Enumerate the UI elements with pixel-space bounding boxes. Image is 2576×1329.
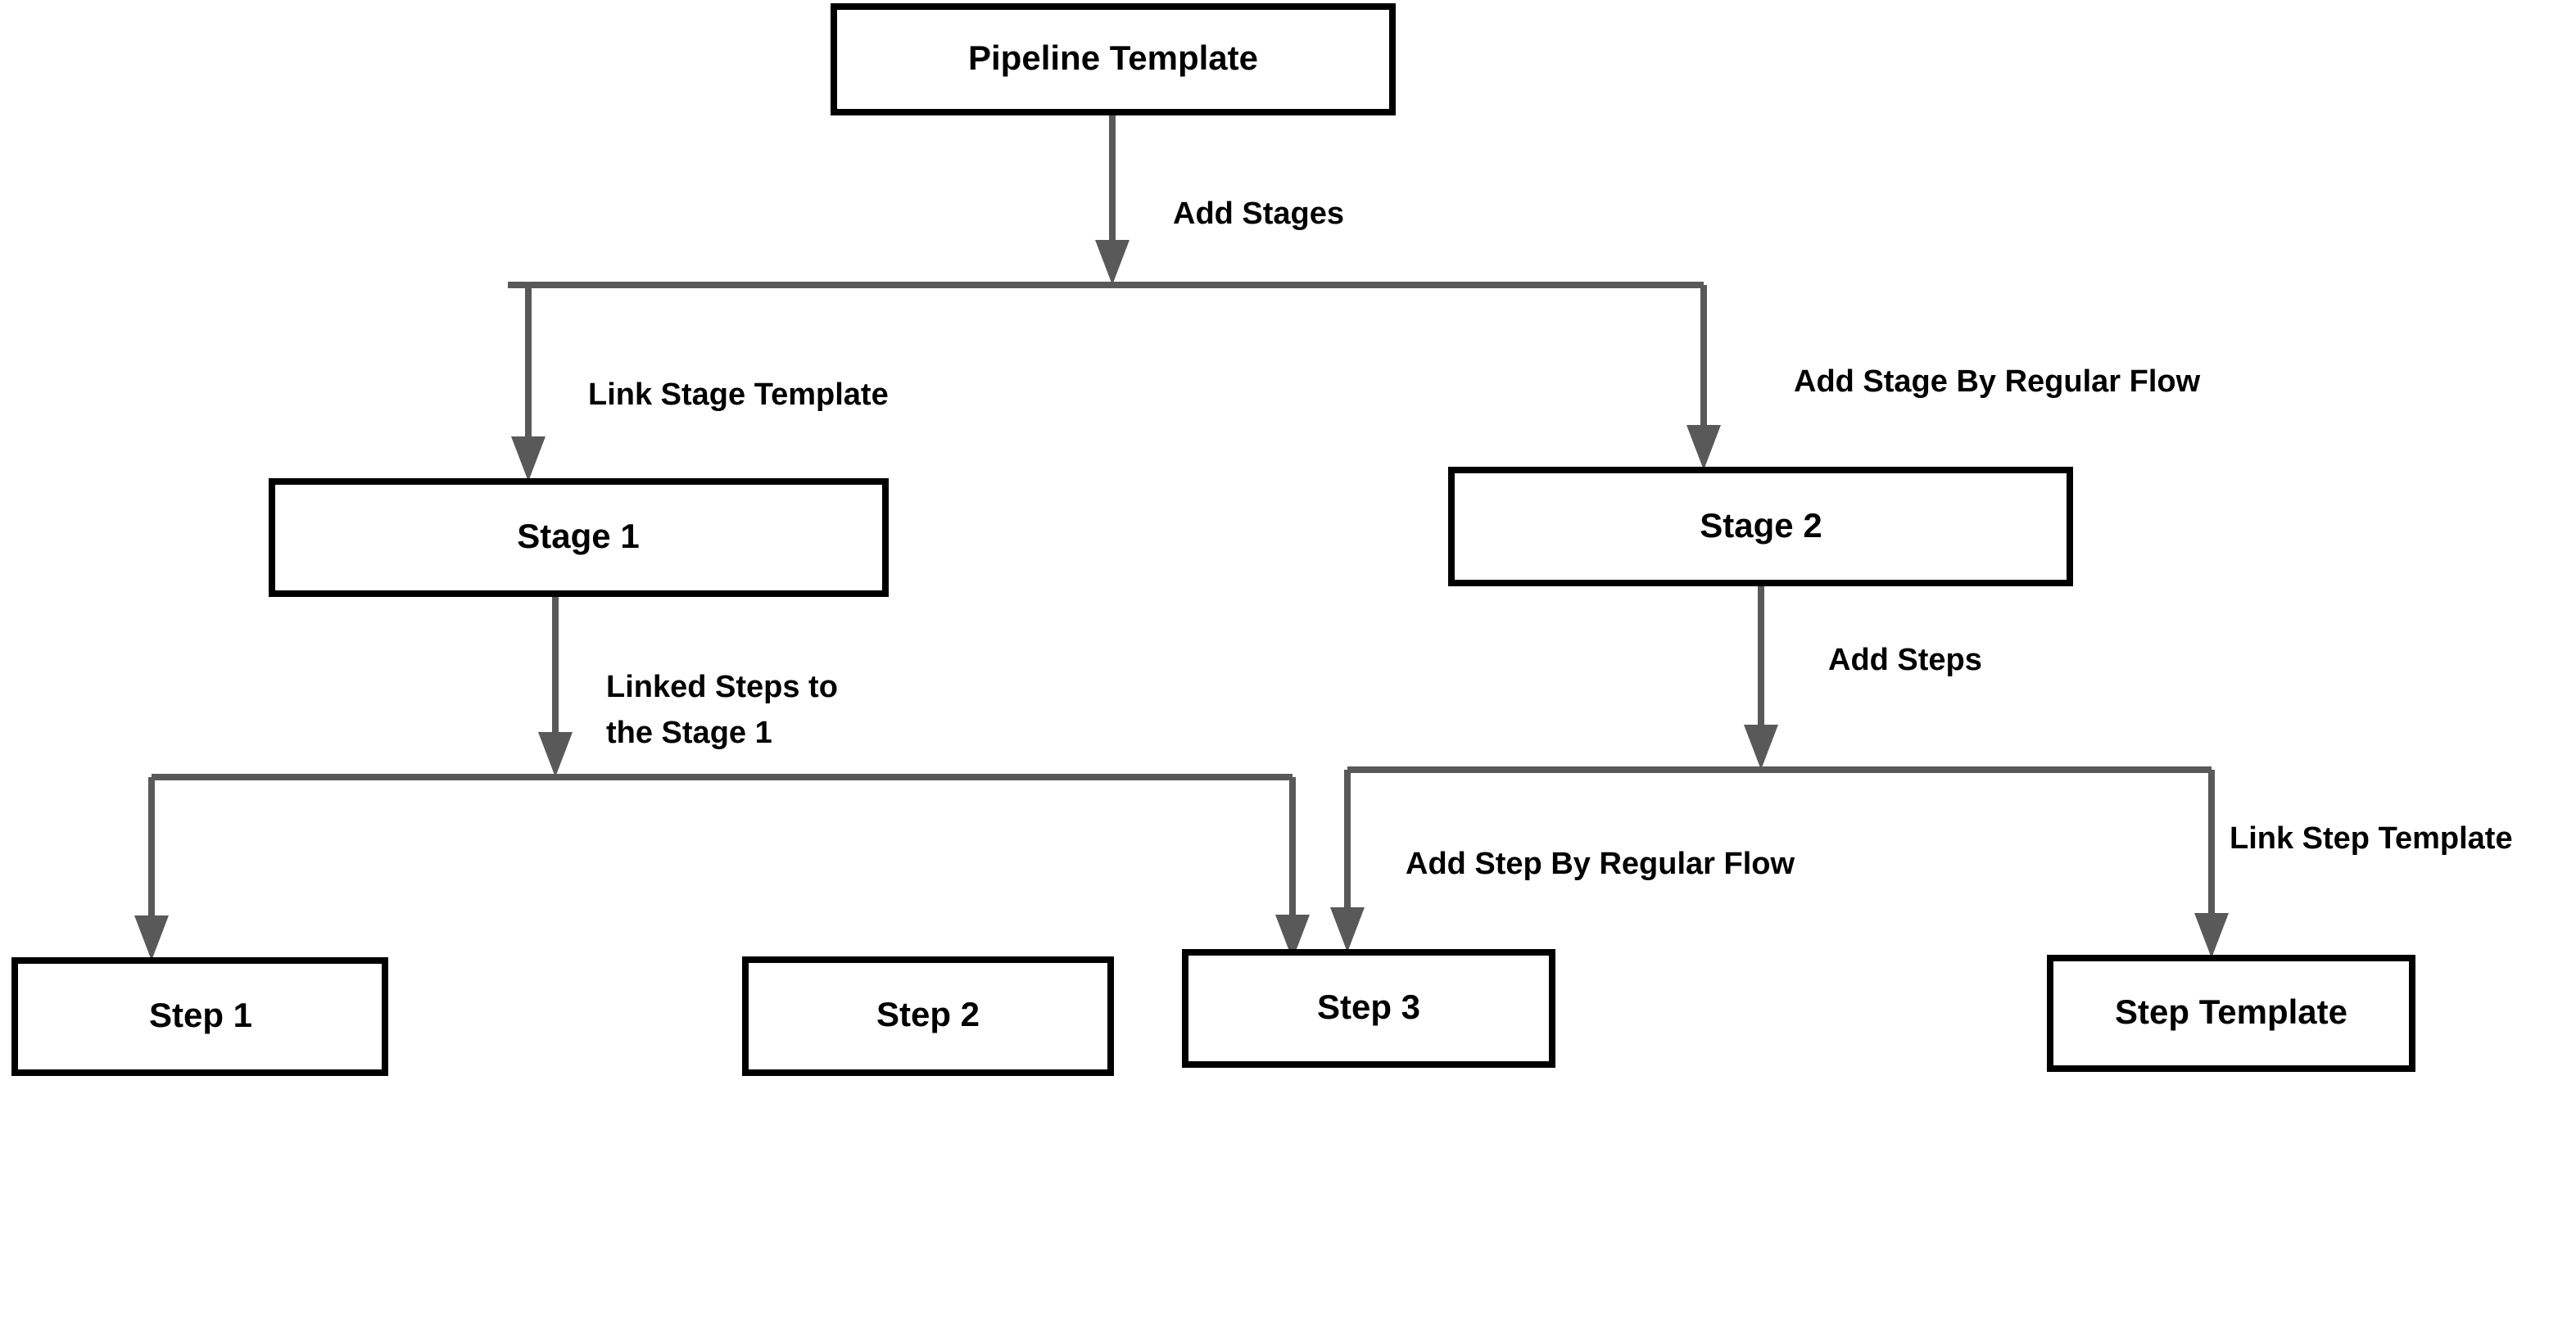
edge-label-add-step-by-regular-flow: Add Step By Regular Flow <box>1406 847 1795 881</box>
edge-stage-2-to-steps <box>1744 583 1778 770</box>
node-stage-2[interactable]: Stage 2 <box>1448 467 2073 586</box>
edge-label-linked-steps-line-2: the Stage 1 <box>606 716 772 750</box>
node-step-2[interactable]: Step 2 <box>742 956 1114 1076</box>
node-step-template-label: Step Template <box>2115 992 2347 1031</box>
node-step-3-label: Step 3 <box>1317 988 1420 1026</box>
node-pipeline-template[interactable]: Pipeline Template <box>831 3 1396 115</box>
edge-stage-1-to-steps <box>538 594 573 777</box>
node-pipeline-template-label: Pipeline Template <box>968 38 1258 77</box>
edge-split-to-step-1 <box>134 777 169 961</box>
edge-pipeline-to-stages <box>1095 112 1130 285</box>
node-step-1[interactable]: Step 1 <box>11 957 388 1076</box>
node-stage-1[interactable]: Stage 1 <box>269 478 889 597</box>
edge-split-to-step-template <box>2194 770 2229 958</box>
edge-label-linked-steps-line-1: Linked Steps to <box>606 670 838 704</box>
node-step-1-label: Step 1 <box>149 996 252 1034</box>
edge-split-to-stage-2 <box>1686 285 1721 470</box>
node-step-2-label: Step 2 <box>876 995 980 1033</box>
node-step-template[interactable]: Step Template <box>2047 955 2415 1072</box>
edge-label-link-stage-template: Link Stage Template <box>588 377 889 412</box>
edge-split-to-stage-1 <box>511 285 546 481</box>
edge-split-to-step-3 <box>1330 770 1365 952</box>
edge-label-add-stages: Add Stages <box>1173 197 1344 231</box>
edge-label-add-steps: Add Steps <box>1828 643 1982 677</box>
node-step-3[interactable]: Step 3 <box>1182 949 1555 1068</box>
node-stage-2-label: Stage 2 <box>1700 506 1822 545</box>
edge-split-to-step-2 <box>1275 777 1310 960</box>
edge-label-link-step-template: Link Step Template <box>2230 821 2513 856</box>
edge-label-add-stage-by-regular-flow: Add Stage By Regular Flow <box>1794 364 2201 399</box>
node-stage-1-label: Stage 1 <box>517 517 639 555</box>
